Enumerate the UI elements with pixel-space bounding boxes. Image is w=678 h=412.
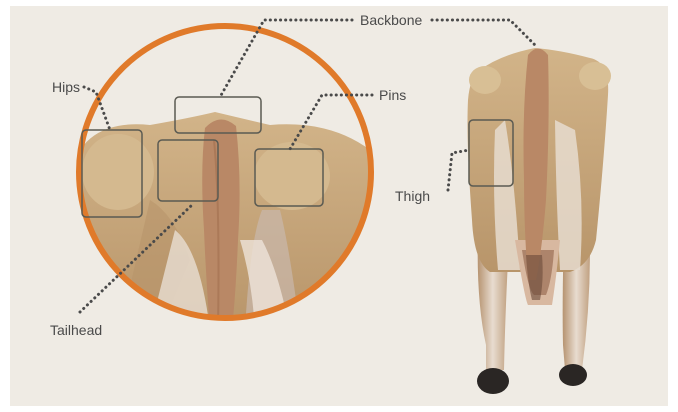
backbone-leader-cow xyxy=(432,20,535,45)
left-hoof xyxy=(477,368,509,394)
backbone-label: Backbone xyxy=(360,12,422,28)
right-hoof xyxy=(559,364,587,386)
hips-label: Hips xyxy=(52,79,80,95)
tail xyxy=(202,119,239,330)
thigh-label: Thigh xyxy=(395,188,430,204)
tailhead-label: Tailhead xyxy=(50,322,102,338)
thigh-leader xyxy=(448,150,469,190)
cow-rear-view xyxy=(468,48,612,394)
zoom-circle xyxy=(79,26,371,330)
pin-bump xyxy=(254,142,330,210)
hip-bump xyxy=(82,134,154,210)
pins-label: Pins xyxy=(379,87,406,103)
